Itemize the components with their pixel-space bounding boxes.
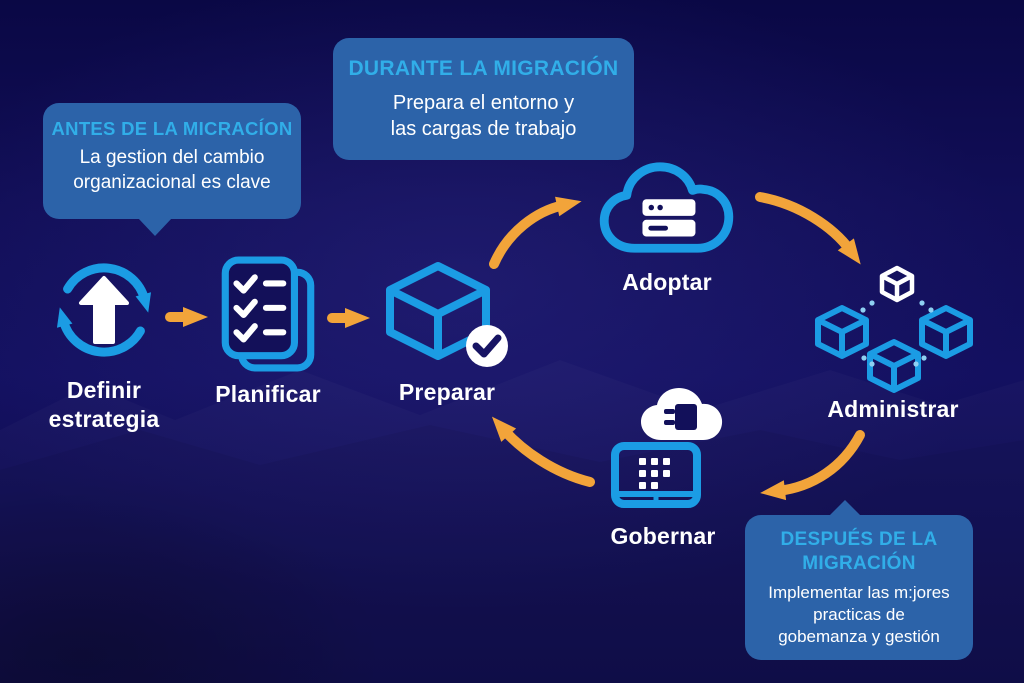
cycle-refresh-icon	[56, 263, 152, 357]
checklist-icon	[221, 256, 315, 372]
step-label-planificar: Planificar	[215, 381, 321, 407]
dot-grid-glyph	[639, 458, 670, 489]
callout-before-title: ANTES DE LA MICRACÍON	[51, 118, 293, 139]
cube-check-icon	[386, 262, 508, 367]
callout-during-body: Prepara el entorno y las cargas de traba…	[390, 92, 577, 141]
step-definir-estrategia: Definir estrategia	[34, 254, 174, 434]
callout-before-migration: ANTES DE LA MICRACÍON La gestion del cam…	[43, 103, 301, 236]
server-glyph	[642, 199, 696, 216]
step-label-administrar: Administrar	[827, 396, 959, 422]
callout-after-migration: DESPUÉS DE LA MIGRACIÓN Implementar las …	[745, 500, 973, 660]
arrow-preparar-to-adoptar	[489, 196, 582, 269]
step-administrar: Administrar	[808, 258, 978, 424]
white-cube-glyph	[879, 265, 915, 303]
callout-after-title: DESPUÉS DE LA MIGRACIÓN	[780, 529, 938, 574]
callout-during-migration: DURANTE LA MIGRACIÓN Prepara el entorno …	[333, 38, 634, 160]
step-label-preparar: Preparar	[398, 379, 496, 405]
callout-after-body: Implementar las m:jores practicas de gob…	[768, 582, 950, 646]
up-arrow-glyph	[79, 276, 129, 344]
plug-glyph	[675, 404, 697, 430]
arrow-adoptar-to-administrar	[755, 192, 861, 265]
step-gobernar: Gobernar	[601, 384, 725, 551]
step-preparar: Preparar	[383, 260, 511, 407]
arrow-gobernar-to-preparar	[491, 416, 595, 487]
step-label-definir-estrategia: Definir estrategia	[48, 377, 160, 433]
cloud-laptop-icon	[611, 388, 723, 508]
callout-tail-up	[829, 500, 861, 516]
step-label-adoptar: Adoptar	[622, 269, 712, 295]
step-adoptar: Adoptar	[598, 158, 736, 297]
callout-tail-down	[138, 218, 172, 236]
cloud-server-icon	[599, 162, 734, 253]
callout-during-title: DURANTE LA MIGRACIÓN	[348, 57, 619, 80]
callout-before-body: La gestion del cambio organizacional es …	[73, 147, 271, 193]
check-glyph	[472, 334, 502, 358]
cubes-network-icon	[815, 265, 973, 393]
step-planificar: Planificar	[198, 256, 338, 409]
arrow-administrar-to-gobernar	[760, 430, 865, 501]
step-label-gobernar: Gobernar	[610, 523, 716, 549]
